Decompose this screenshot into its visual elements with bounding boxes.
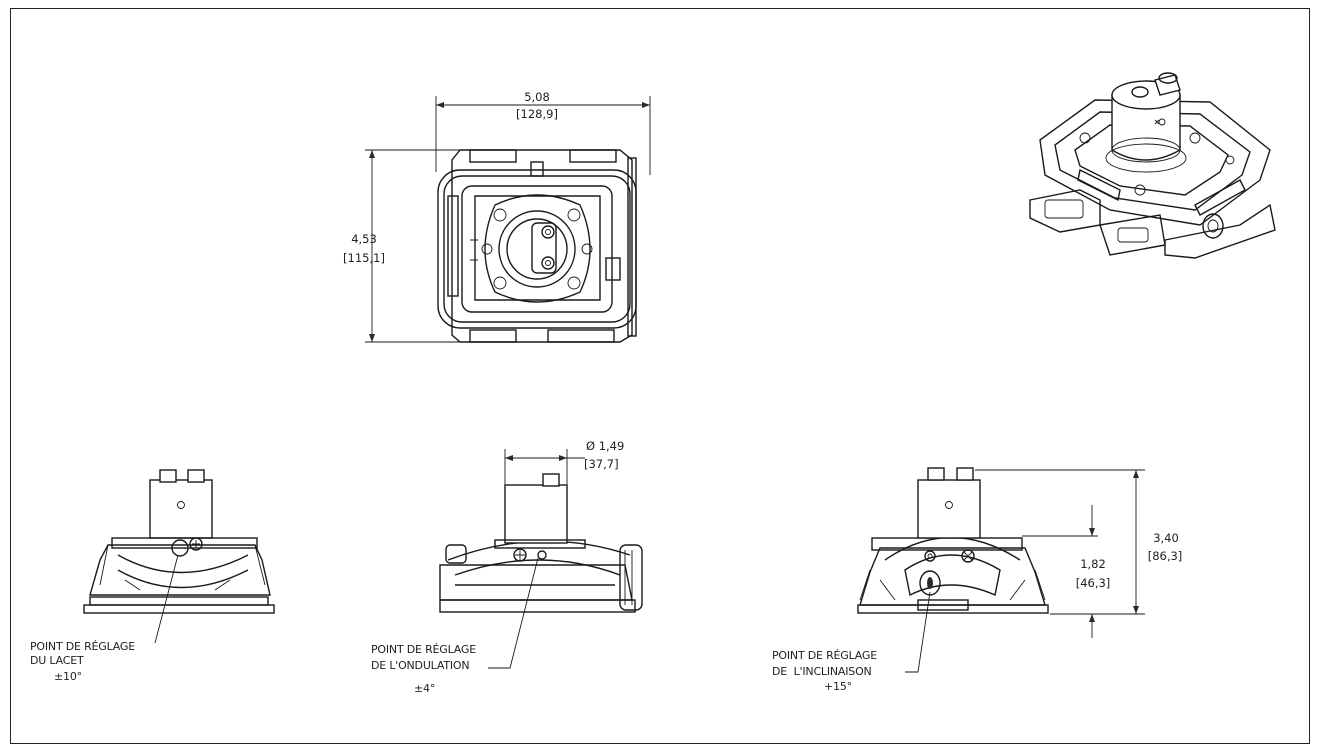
roll-callout-range: ±4° [414, 682, 436, 695]
top-view-dimensions [365, 96, 651, 343]
width-dimension-in: 5,08 [524, 90, 550, 104]
diameter-dimension-in: Ø 1,49 [586, 439, 625, 453]
front-view-roll [439, 449, 643, 669]
drawing-frame [10, 8, 1310, 744]
yaw-callout-range: ±10° [54, 670, 82, 683]
top-view [437, 149, 637, 343]
yaw-callout-line1: POINT DE RÉGLAGE [30, 640, 136, 653]
front-view-yaw [83, 469, 275, 644]
partial-height-dimension-mm: [46,3] [1075, 576, 1111, 590]
tilt-callout-line1: POINT DE RÉGLAGE [772, 649, 878, 662]
partial-height-dimension-in: 1,82 [1080, 557, 1106, 571]
total-height-dimension-mm: [86,3] [1147, 549, 1183, 563]
width-dimension-mm: [128,9] [516, 107, 558, 121]
roll-callout-line1: POINT DE RÉGLAGE [371, 643, 477, 656]
tilt-callout-line2: DE L'INCLINAISON [772, 665, 872, 678]
height-dimension-mm: [115,1] [343, 251, 385, 265]
diameter-dimension-mm: [37,7] [584, 457, 619, 471]
total-height-dimension-in: 3,40 [1153, 531, 1179, 545]
isometric-view [1029, 72, 1276, 259]
tilt-callout-range: +15° [824, 680, 852, 693]
front-view-tilt [857, 467, 1145, 673]
yaw-callout-line2: DU LACET [30, 654, 84, 667]
roll-callout-line2: DE L'ONDULATION [371, 659, 470, 672]
height-dimension-in: 4,53 [351, 232, 377, 246]
